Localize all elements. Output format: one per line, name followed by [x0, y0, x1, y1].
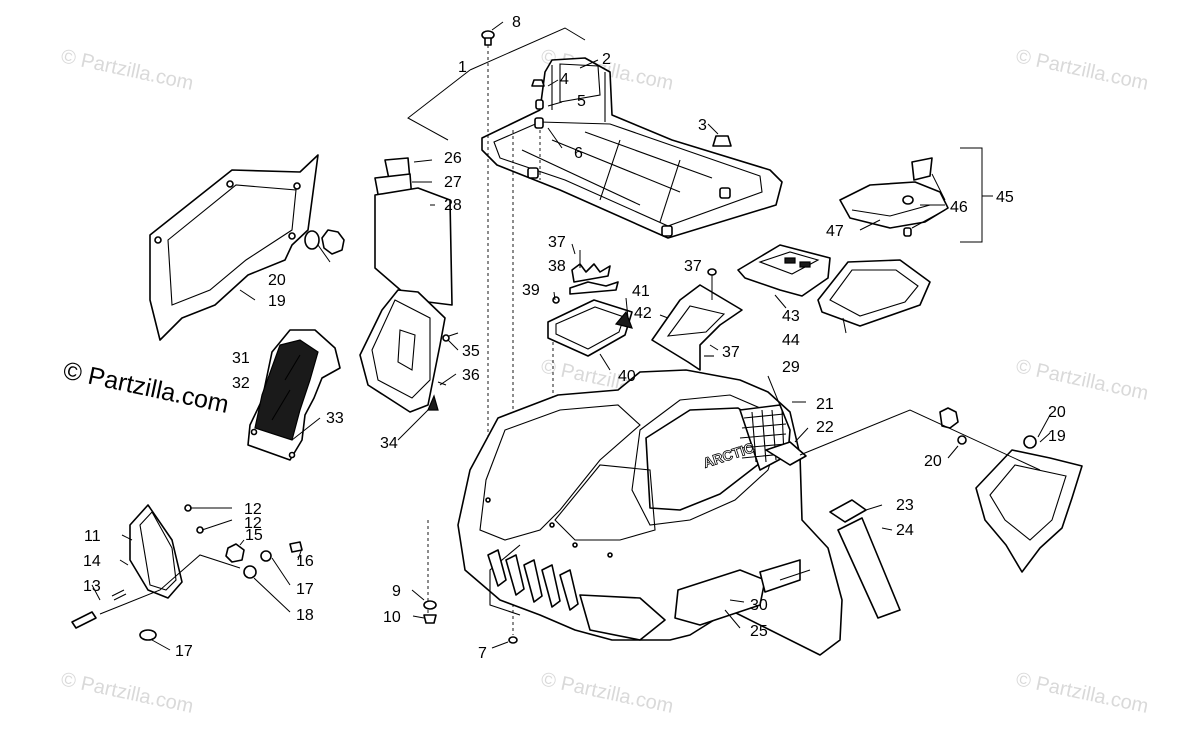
headlight-assembly — [71, 504, 303, 641]
callout-28: 28 — [444, 197, 462, 214]
callout-12: 12 — [244, 501, 262, 518]
callout-34: 34 — [380, 435, 398, 452]
callout-8: 8 — [512, 14, 521, 31]
callout-33: 33 — [326, 410, 344, 427]
center-access-panels — [547, 250, 743, 371]
bracket-item-1 — [407, 27, 586, 141]
callout-37b: 37 — [684, 258, 702, 275]
callout-16: 16 — [296, 553, 314, 570]
watermark: © Partzilla.com — [59, 45, 195, 95]
storage-box — [737, 244, 931, 327]
left-inner-fender — [359, 289, 459, 413]
callout-36: 36 — [462, 367, 480, 384]
left-side-panel — [149, 154, 345, 341]
front-body: ARCTIC — [457, 369, 843, 656]
callout-19b: 19 — [1048, 428, 1066, 445]
callout-15: 15 — [245, 527, 263, 544]
callout-26: 26 — [444, 150, 462, 167]
callout-37c: 37 — [722, 344, 740, 361]
decal-sheet-26-28 — [374, 157, 453, 306]
callout-10: 10 — [383, 609, 401, 626]
bottom-hardware — [423, 600, 518, 644]
left-decal-panel — [247, 329, 341, 461]
callout-30: 30 — [750, 597, 768, 614]
callout-37: 37 — [548, 234, 566, 251]
callout-11: 11 — [84, 528, 101, 545]
callout-13: 13 — [83, 578, 101, 595]
callout-45: 45 — [996, 189, 1014, 206]
callout-46: 46 — [950, 199, 968, 216]
watermark: © Partzilla.com — [1014, 668, 1150, 718]
callout-9: 9 — [392, 583, 401, 600]
callout-4: 4 — [560, 71, 569, 88]
callout-25: 25 — [750, 623, 768, 640]
callout-39: 39 — [522, 282, 540, 299]
callout-20c: 20 — [924, 453, 942, 470]
callout-27: 27 — [444, 174, 462, 191]
watermark: © Partzilla.com — [59, 668, 195, 718]
callout-17: 17 — [296, 581, 314, 598]
callout-5: 5 — [577, 93, 586, 110]
callout-18: 18 — [296, 607, 314, 624]
front-grille — [487, 549, 579, 611]
callout-12b: 12 — [244, 515, 262, 532]
callout-29: 29 — [782, 359, 800, 376]
callout-17b: 17 — [175, 643, 193, 660]
callout-43: 43 — [782, 308, 800, 325]
callout-6: 6 — [574, 145, 583, 162]
callout-41: 41 — [632, 283, 650, 300]
callout-19: 19 — [268, 293, 286, 310]
callout-31: 31 — [232, 350, 250, 367]
callout-1: 1 — [458, 59, 467, 76]
callout-2: 2 — [602, 51, 611, 68]
callout-21: 21 — [816, 396, 834, 413]
callout-14: 14 — [83, 553, 101, 570]
callout-labels: 1 2 3 4 5 6 7 8 9 10 11 12 12 13 14 15 1… — [83, 14, 1066, 662]
callout-38: 38 — [548, 258, 566, 275]
watermark: © Partzilla.com — [539, 668, 675, 718]
callout-47: 47 — [826, 223, 844, 240]
callout-20b: 20 — [1048, 404, 1066, 421]
callout-35: 35 — [462, 343, 480, 360]
grille-pattern — [739, 409, 787, 463]
brand-watermark: © Partzilla.com — [61, 356, 232, 418]
callout-7: 7 — [478, 645, 487, 662]
callout-23: 23 — [896, 497, 914, 514]
watermark: © Partzilla.com — [1014, 45, 1150, 95]
watermark: © Partzilla.com — [1014, 355, 1150, 405]
right-side-panel — [939, 407, 1083, 573]
callout-44: 44 — [782, 332, 800, 349]
callout-20: 20 — [268, 272, 286, 289]
leader-lines — [91, 21, 1051, 651]
callout-42: 42 — [634, 305, 652, 322]
callout-40: 40 — [618, 368, 636, 385]
callout-24: 24 — [896, 522, 914, 539]
tank-cover — [839, 157, 949, 237]
callout-22: 22 — [816, 419, 834, 436]
callout-3: 3 — [698, 117, 707, 134]
callout-32: 32 — [232, 375, 250, 392]
